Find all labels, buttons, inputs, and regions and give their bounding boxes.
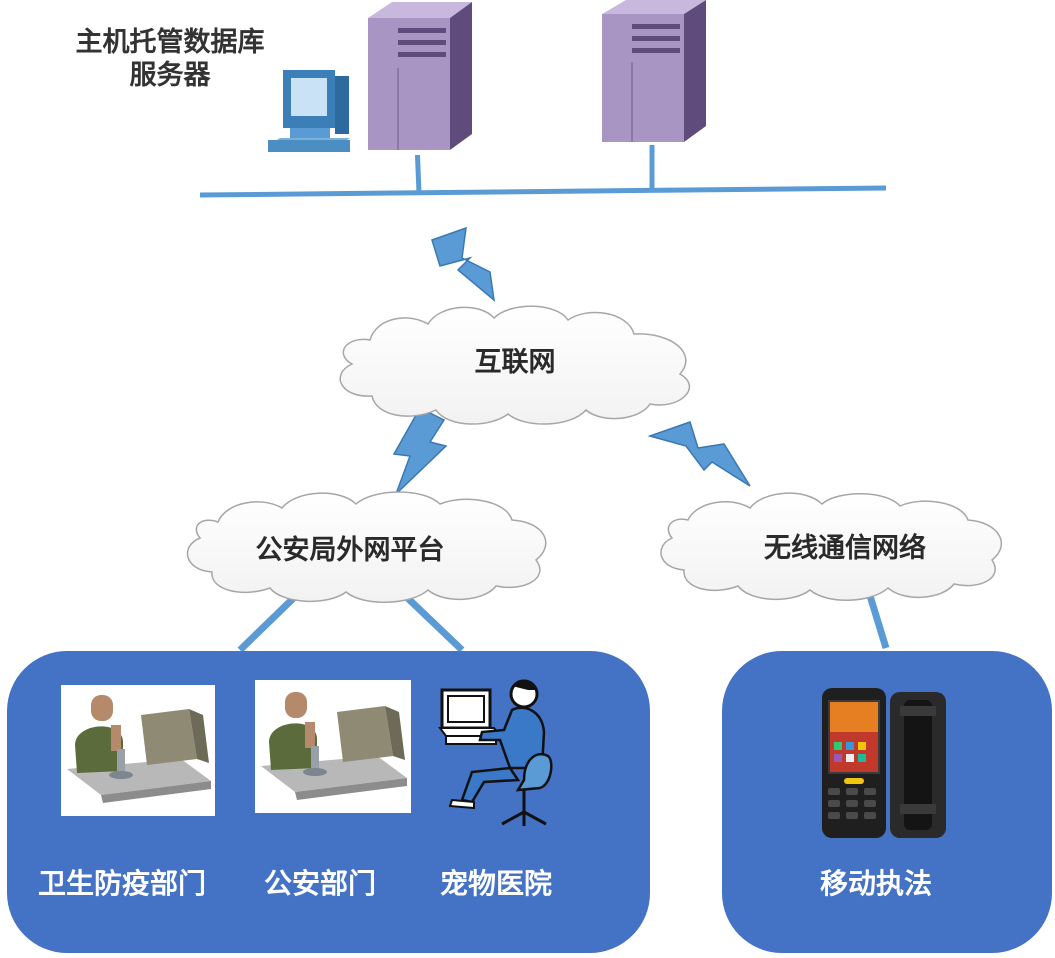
cloud-police-platform-shape xyxy=(186,491,547,603)
lightning-bolt-icon xyxy=(431,226,496,302)
cloud-police-platform-label: 公安局外网平台 xyxy=(255,535,445,566)
server-title-line2: 服务器 xyxy=(129,60,211,91)
node-label-mobile-enforcement: 移动执法 xyxy=(820,867,933,900)
cloud-wireless-label: 无线通信网络 xyxy=(764,533,926,564)
cloud-wireless-shape xyxy=(660,492,1003,601)
right-endpoint-group xyxy=(722,651,1052,953)
cloud-internet-shape xyxy=(339,305,691,425)
tower-server-icon xyxy=(361,0,474,155)
node-label-pet-hospital: 宠物医院 xyxy=(440,867,553,900)
node-label-health-department: 卫生防疫部门 xyxy=(38,867,207,900)
server-title-line1: 主机托管数据库 xyxy=(75,27,265,58)
lightning-bolt-icon xyxy=(647,421,751,487)
link-platform-to-left-group xyxy=(237,584,465,653)
server-title: 主机托管数据库 服务器 xyxy=(52,26,288,92)
tower-server-icon xyxy=(595,0,708,145)
node-label-police-department: 公安部门 xyxy=(264,867,377,900)
person-at-desk-icon xyxy=(438,676,558,828)
cloud-internet-label: 互联网 xyxy=(474,347,556,378)
desktop-computer-icon xyxy=(268,70,350,152)
worker-at-computer-icon xyxy=(61,685,215,816)
lightning-bolt-icon xyxy=(392,407,448,495)
rugged-handheld-terminal-icon xyxy=(820,686,950,842)
worker-at-computer-icon xyxy=(255,680,411,813)
